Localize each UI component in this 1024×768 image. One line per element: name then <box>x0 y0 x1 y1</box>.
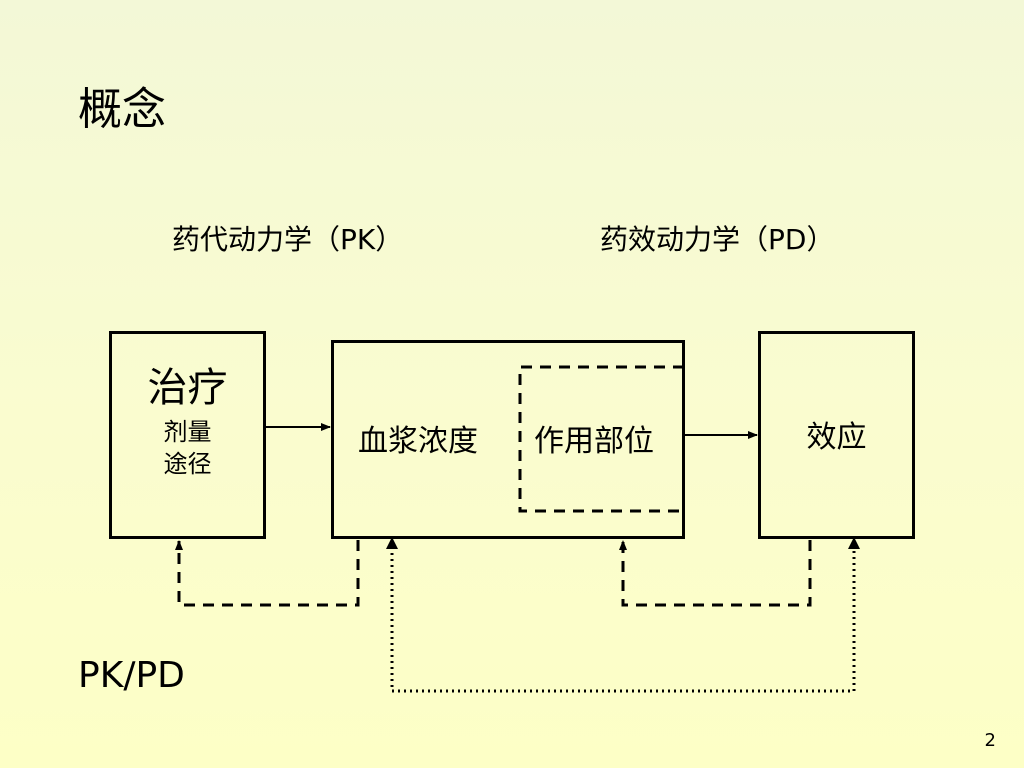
treatment-label: 治疗 <box>147 365 228 411</box>
treatment-box <box>109 331 266 539</box>
plasma-box <box>331 340 685 539</box>
pd-label: 药效动力学（PD） <box>600 223 835 256</box>
pkpd-arrowhead-right <box>848 537 860 549</box>
effect-box <box>758 331 915 539</box>
treatment-sublabel: 剂量 途径 <box>109 416 266 480</box>
pk-label: 药代动力学（PK） <box>172 223 404 256</box>
page-number: 2 <box>984 730 996 751</box>
action-site-label: 作用部位 <box>534 424 654 459</box>
plasma-concentration-label: 血浆浓度 <box>358 424 478 459</box>
pkpd-arrowhead-left <box>386 537 398 549</box>
pkpd-label: PK/PD <box>78 655 185 696</box>
route-label: 途径 <box>163 450 212 478</box>
effect-label: 效应 <box>806 420 867 455</box>
pk-feedback-dashed-arrow <box>175 540 360 607</box>
slide-title: 概念 <box>78 84 166 135</box>
pd-feedback-dashed-arrow <box>619 540 812 607</box>
action-site-dashed-box <box>518 365 684 513</box>
dose-label: 剂量 <box>163 418 212 446</box>
